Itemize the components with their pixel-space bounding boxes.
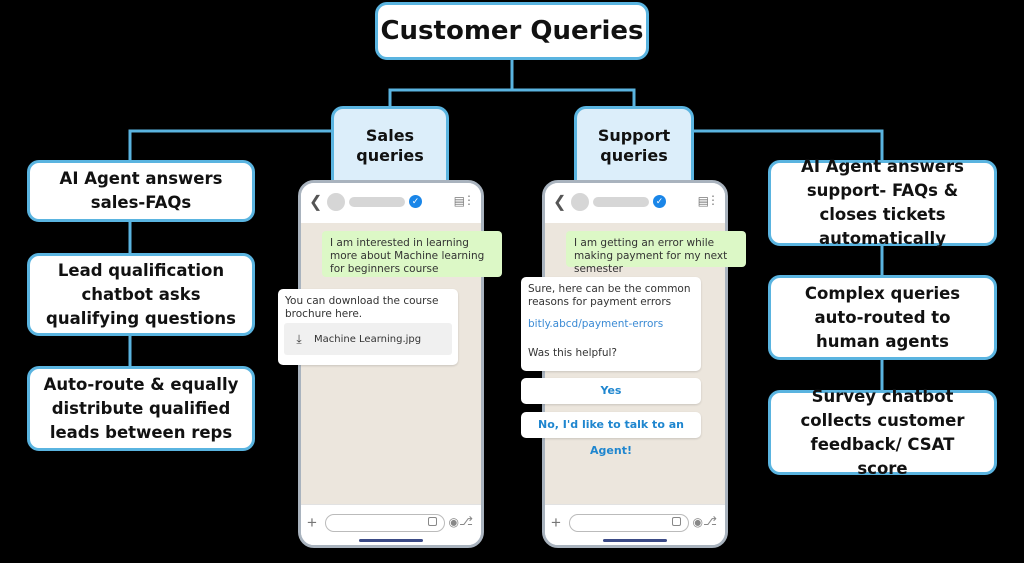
support-step-1: AI Agent answers support- FAQs & closes …	[768, 157, 997, 248]
payment-errors-link[interactable]: bitly.abcd/payment-errors	[528, 318, 664, 330]
chevron-left-icon[interactable]: ❮	[309, 194, 323, 211]
support-step-1-text: AI Agent answers support- FAQs & closes …	[801, 157, 964, 248]
store-icon[interactable]: ▤	[453, 194, 465, 208]
sales-step-1: AI Agent answers sales-FAQs	[27, 160, 255, 222]
home-indicator	[359, 539, 423, 542]
support-user-message: I am getting an error while making payme…	[566, 231, 746, 275]
title-box: Customer Queries	[375, 2, 649, 60]
sales-bot-message: You can download the course brochure her…	[278, 289, 458, 365]
file-name: Machine Learning.jpg	[314, 333, 422, 345]
plus-icon[interactable]: +	[307, 513, 317, 532]
store-icon[interactable]: ▤	[697, 194, 709, 208]
sales-step-3: Auto-route & equally distribute qualifie…	[27, 366, 255, 451]
sales-user-message-text: I am interested in learning more about M…	[330, 237, 485, 275]
chevron-left-icon[interactable]: ❮	[553, 194, 567, 211]
talk-to-agent-button-label: No, I'd like to talk to an Agent!	[538, 418, 684, 457]
camera-icon[interactable]: ◉	[448, 515, 459, 529]
sales-step-2: Lead qualification chatbot asks qualifyi…	[27, 253, 255, 336]
composer-bar: + ◉ ⎇	[545, 504, 725, 545]
sales-tab-line2: queries	[356, 145, 424, 165]
support-step-3-text: Survey chatbot collects customer feedbac…	[800, 386, 965, 478]
support-bot-message: Sure, here can be the common reasons for…	[521, 277, 701, 371]
microphone-icon[interactable]: ⎇	[459, 514, 473, 528]
talk-to-agent-button[interactable]: No, I'd like to talk to an Agent!	[521, 412, 701, 457]
verified-badge-icon: ✓	[653, 195, 666, 208]
verified-badge-icon: ✓	[409, 195, 422, 208]
sales-step-3-text: Auto-route & equally distribute qualifie…	[43, 374, 239, 442]
message-input[interactable]	[569, 514, 689, 532]
more-vertical-icon[interactable]: ⋮	[707, 193, 719, 207]
avatar	[571, 193, 589, 211]
sales-bot-message-text: You can download the course brochure her…	[285, 295, 439, 320]
download-icon[interactable]: ⤓	[296, 331, 302, 346]
message-input[interactable]	[325, 514, 445, 532]
plus-icon[interactable]: +	[551, 513, 561, 532]
contact-name-placeholder	[349, 197, 405, 207]
support-tab-line1: Support	[597, 125, 671, 145]
composer-bar: + ◉ ⎇	[301, 504, 481, 545]
support-tab-line2: queries	[600, 145, 668, 165]
sales-tab-line1: Sales	[365, 125, 415, 145]
home-indicator	[603, 539, 667, 542]
support-bot-message-text: Sure, here can be the common reasons for…	[528, 283, 691, 308]
support-step-3: Survey chatbot collects customer feedbac…	[768, 387, 997, 478]
camera-icon[interactable]: ◉	[692, 515, 703, 529]
chat-header: ❮ ✓ ▤ ⋮	[301, 183, 481, 224]
microphone-icon[interactable]: ⎇	[703, 514, 717, 528]
avatar	[327, 193, 345, 211]
page-title: Customer Queries	[380, 16, 644, 46]
support-step-2: Complex queries auto-routed to human age…	[768, 275, 997, 360]
support-step-2-text: Complex queries auto-routed to human age…	[804, 283, 961, 351]
contact-name-placeholder	[593, 197, 649, 207]
yes-button-label: Yes	[600, 384, 622, 397]
more-vertical-icon[interactable]: ⋮	[463, 193, 475, 207]
sales-step-2-text: Lead qualification chatbot asks qualifyi…	[46, 260, 236, 328]
file-attachment[interactable]: ⤓ Machine Learning.jpg	[284, 323, 452, 355]
sales-user-message: I am interested in learning more about M…	[322, 231, 502, 277]
support-user-message-text: I am getting an error while making payme…	[574, 237, 728, 275]
sales-step-1-text: AI Agent answers sales-FAQs	[59, 169, 223, 212]
sticker-icon[interactable]	[672, 517, 681, 526]
sticker-icon[interactable]	[428, 517, 437, 526]
helpful-question: Was this helpful?	[528, 347, 617, 359]
yes-button[interactable]: Yes	[521, 378, 701, 404]
chat-header: ❮ ✓ ▤ ⋮	[545, 183, 725, 224]
